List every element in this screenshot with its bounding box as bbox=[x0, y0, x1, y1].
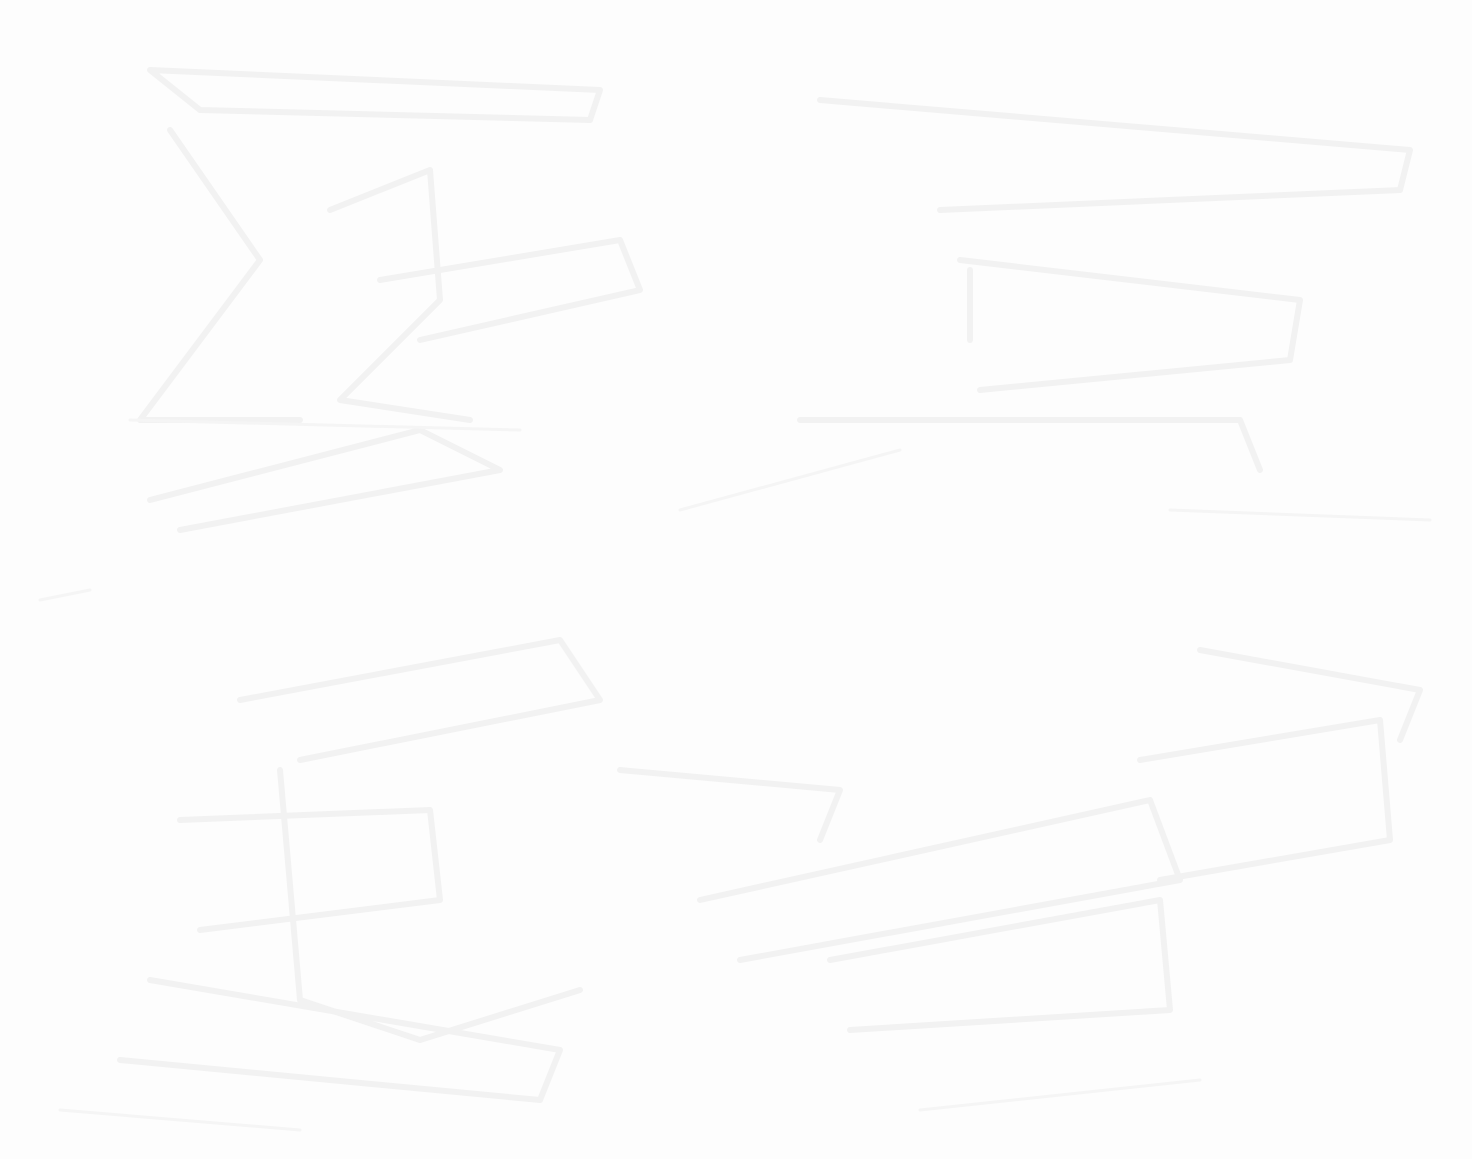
line-art-watermark-icon bbox=[117, 67, 1423, 1103]
blank-canvas bbox=[117, 67, 1423, 1103]
